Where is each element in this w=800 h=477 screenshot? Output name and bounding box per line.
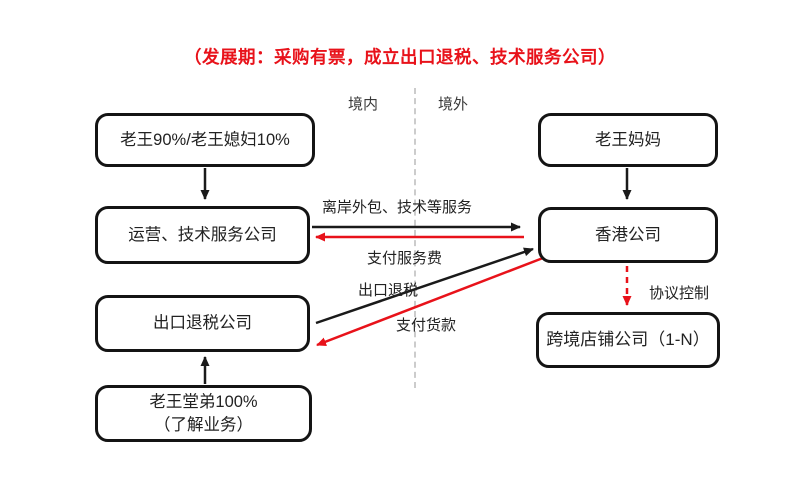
node-ops-tech-company: 运营、技术服务公司 — [95, 206, 310, 264]
node-ops-tech-company-label: 运营、技术服务公司 — [128, 225, 277, 244]
node-crossborder-shop-company: 跨境店铺公司（1-N） — [536, 312, 720, 368]
node-laowang-shareholders: 老王90%/老王媳妇10% — [95, 113, 315, 167]
node-hk-company: 香港公司 — [538, 207, 718, 263]
node-export-rebate-company-label: 出口退税公司 — [153, 314, 252, 333]
edge-label-pay-service-fee: 支付服务费 — [367, 250, 443, 267]
node-export-rebate-company: 出口退税公司 — [95, 295, 310, 352]
node-cousin-label-line2: （了解业务） — [154, 415, 253, 434]
node-cousin: 老王堂弟100% （了解业务） — [95, 385, 312, 442]
region-label-overseas: 境外 — [438, 96, 469, 113]
node-crossborder-shop-company-label: 跨境店铺公司（1-N） — [546, 329, 710, 349]
node-laowang-mother: 老王妈妈 — [538, 113, 718, 167]
edge-label-pay-goods: 支付货款 — [396, 317, 457, 334]
region-label-domestic: 境内 — [348, 96, 379, 113]
node-hk-company-label: 香港公司 — [595, 225, 661, 244]
edge-label-offshore-outsourcing: 离岸外包、技术等服务 — [322, 199, 473, 216]
node-laowang-shareholders-label: 老王90%/老王媳妇10% — [120, 130, 290, 149]
node-cousin-label-line1: 老王堂弟100% — [149, 393, 258, 412]
border-divider-dashed-line — [414, 88, 416, 388]
node-laowang-mother-label: 老王妈妈 — [595, 130, 661, 149]
edge-label-export-rebate: 出口退税 — [358, 282, 419, 299]
edge-label-agreement-control: 协议控制 — [649, 285, 710, 302]
diagram-title: （发展期：采购有票，成立出口退税、技术服务公司） — [184, 47, 616, 67]
